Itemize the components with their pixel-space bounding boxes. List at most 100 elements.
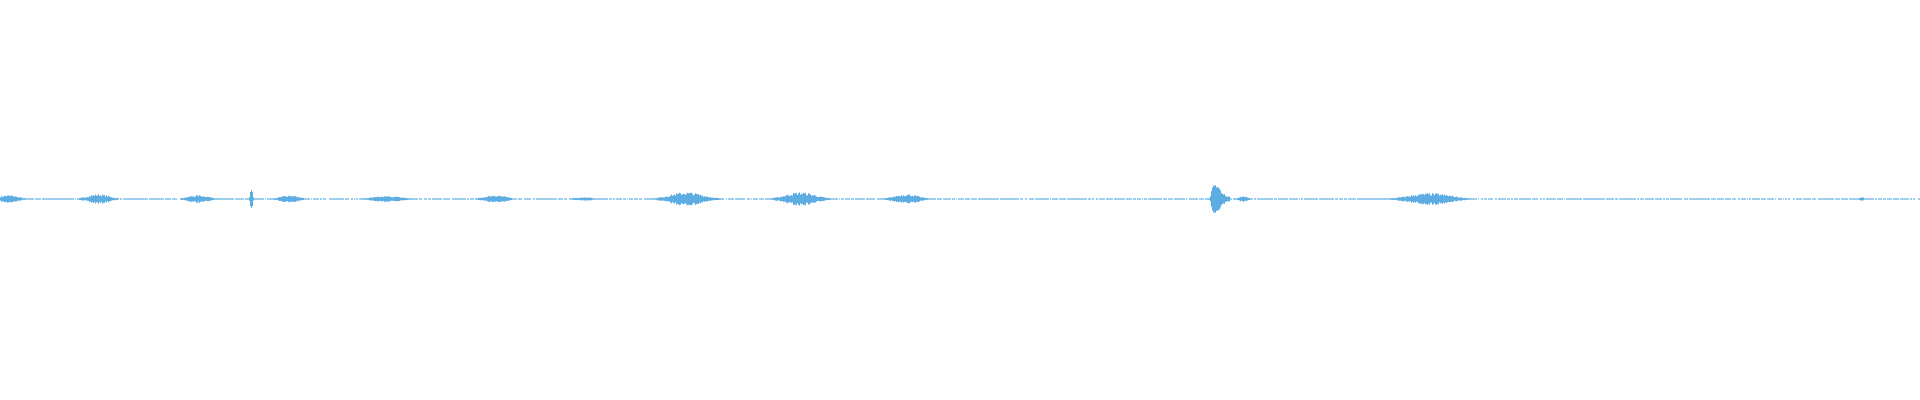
waveform-sample bbox=[1319, 198, 1320, 200]
waveform-sample bbox=[1837, 198, 1838, 200]
waveform-sample bbox=[1360, 198, 1361, 200]
waveform-sample bbox=[494, 196, 495, 202]
waveform-sample bbox=[1210, 196, 1211, 202]
waveform-sample bbox=[747, 198, 748, 200]
waveform-sample bbox=[184, 198, 185, 201]
waveform-sample bbox=[437, 198, 438, 200]
waveform-sample bbox=[616, 198, 617, 200]
waveform-sample bbox=[176, 198, 177, 200]
waveform-sample bbox=[1314, 198, 1315, 200]
waveform-sample bbox=[1730, 198, 1731, 200]
waveform-sample bbox=[502, 196, 503, 202]
waveform-sample bbox=[144, 198, 145, 200]
waveform-sample bbox=[1745, 198, 1746, 200]
waveform-sample bbox=[1237, 198, 1238, 200]
waveform-sample bbox=[135, 198, 136, 200]
waveform-sample bbox=[1030, 198, 1031, 200]
waveform-sample bbox=[117, 198, 118, 200]
waveform-sample bbox=[941, 198, 942, 200]
waveform-sample bbox=[246, 198, 247, 200]
waveform-sample bbox=[1175, 198, 1176, 200]
waveform-sample bbox=[348, 198, 349, 200]
waveform-sample bbox=[1291, 198, 1292, 200]
waveform-sample bbox=[882, 198, 883, 200]
waveform-sample bbox=[1529, 198, 1530, 200]
waveform-sample bbox=[1405, 197, 1406, 201]
waveform-sample bbox=[949, 198, 950, 200]
waveform-sample bbox=[683, 193, 684, 205]
waveform-sample bbox=[1416, 196, 1417, 202]
waveform-sample bbox=[1878, 198, 1879, 200]
waveform-sample bbox=[884, 198, 885, 200]
waveform-sample bbox=[1806, 198, 1807, 200]
waveform-sample bbox=[1383, 198, 1384, 200]
waveform-sample bbox=[774, 197, 775, 201]
waveform-sample bbox=[1478, 198, 1479, 200]
waveform-sample bbox=[1016, 198, 1017, 200]
waveform-sample bbox=[805, 192, 806, 206]
waveform-sample bbox=[912, 195, 913, 203]
waveform-sample bbox=[1205, 198, 1206, 200]
waveform-sample bbox=[1505, 198, 1506, 200]
waveform-sample bbox=[376, 197, 377, 201]
waveform-sample bbox=[1537, 198, 1538, 200]
waveform-sample bbox=[387, 196, 388, 202]
waveform-sample bbox=[820, 196, 821, 202]
waveform-sample bbox=[464, 198, 465, 200]
waveform-sample bbox=[1121, 198, 1122, 200]
waveform-sample bbox=[9, 195, 10, 203]
waveform-sample bbox=[804, 193, 805, 205]
waveform-sample bbox=[1890, 198, 1891, 200]
waveform-sample bbox=[835, 198, 836, 200]
waveform-sample bbox=[1336, 198, 1337, 200]
waveform-sample bbox=[1264, 198, 1265, 200]
waveform-sample bbox=[1752, 198, 1753, 200]
waveform-sample bbox=[265, 198, 266, 200]
waveform-sample bbox=[888, 197, 889, 201]
waveform-sample bbox=[26, 198, 27, 200]
waveform-sample bbox=[1350, 198, 1351, 200]
waveform-sample bbox=[658, 197, 659, 201]
waveform-sample bbox=[2, 196, 3, 202]
waveform-sample bbox=[607, 198, 608, 200]
waveform-sample bbox=[1072, 198, 1073, 200]
waveform-sample bbox=[1013, 198, 1014, 200]
waveform-sample bbox=[872, 198, 873, 200]
waveform-sample bbox=[1885, 198, 1886, 200]
waveform-sample bbox=[154, 198, 155, 200]
waveform-sample bbox=[1227, 196, 1228, 202]
waveform-sample bbox=[885, 198, 886, 200]
waveform-sample bbox=[1758, 198, 1759, 200]
waveform-sample bbox=[239, 198, 240, 200]
waveform-sample bbox=[372, 197, 373, 201]
waveform-sample bbox=[575, 197, 576, 201]
waveform-sample bbox=[153, 198, 154, 200]
waveform-sample bbox=[743, 198, 744, 200]
waveform-sample bbox=[68, 198, 69, 200]
waveform-sample bbox=[305, 198, 306, 200]
waveform-sample bbox=[106, 195, 107, 203]
waveform-sample bbox=[749, 198, 750, 200]
waveform-sample bbox=[553, 198, 554, 200]
waveform-sample bbox=[958, 198, 959, 200]
waveform-sample bbox=[1053, 198, 1054, 200]
waveform-sample bbox=[175, 198, 176, 200]
waveform-sample bbox=[1346, 198, 1347, 200]
waveform-sample bbox=[1884, 198, 1885, 200]
waveform-sample bbox=[294, 196, 295, 202]
waveform-sample bbox=[1267, 198, 1268, 200]
waveform-sample bbox=[488, 196, 489, 202]
waveform-sample bbox=[1722, 198, 1723, 200]
waveform-sample bbox=[411, 198, 412, 200]
waveform-sample bbox=[1271, 198, 1272, 200]
waveform-sample bbox=[1803, 198, 1804, 200]
waveform-sample bbox=[1419, 194, 1420, 204]
waveform-sample bbox=[829, 198, 830, 200]
waveform-sample bbox=[1763, 198, 1764, 200]
waveform-sample bbox=[513, 198, 514, 200]
waveform-sample bbox=[224, 198, 225, 200]
waveform-sample bbox=[948, 198, 949, 200]
waveform-sample bbox=[1589, 198, 1590, 200]
waveform-sample bbox=[625, 198, 626, 200]
